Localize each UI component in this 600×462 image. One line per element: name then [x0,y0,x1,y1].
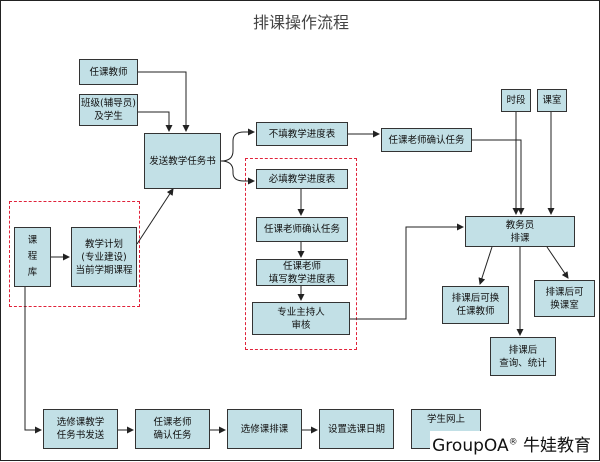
scheduler-box: 教务员 排课 [465,216,575,247]
confirm-task-top-box: 任课老师确认任务 [381,128,472,152]
teaching-plan-box: 教学计划 (专业建设) 当前学期课程 [71,227,137,287]
brand-suffix: 牛娃教育 [517,436,591,456]
brand-watermark: GroupOA® 牛娃教育 [430,431,593,456]
confirm-task-mid-box: 任课老师确认任务 [256,217,348,242]
teacher-box: 任课教师 [79,59,138,85]
elective-send-box: 选修课教学 任务书发送 [43,409,118,449]
course-source-group [9,201,140,307]
change-room-box: 排课后可 换课室 [534,280,595,317]
review-box: 专业主持人 审核 [252,302,350,335]
classroom-box: 课室 [537,89,567,112]
query-stats-box: 排课后 查询、统计 [490,337,556,376]
issue-task-box: 发送教学任务书 [144,133,221,189]
must-progress-box: 必填教学进度表 [256,169,348,189]
brand-name: GroupOA [432,436,509,456]
no-progress-box: 不填教学进度表 [256,122,348,146]
time-slot-box: 时段 [501,89,531,112]
required-progress-group [245,158,357,350]
change-teacher-box: 排课后可换 任课教师 [442,286,509,324]
elective-schedule-box: 选修课排课 [227,409,302,449]
course-library-box: 课 程 库 [14,227,51,287]
brand-registered-mark: ® [508,437,518,448]
elective-confirm-box: 任课老师 确认任务 [135,409,210,449]
fill-progress-box: 任课老师 填写教学进度表 [256,259,348,286]
class-students-box: 班级(辅导员) 及学生 [79,94,138,126]
page-title: 排课操作流程 [252,13,349,32]
set-date-box: 设置选课日期 [319,409,394,449]
